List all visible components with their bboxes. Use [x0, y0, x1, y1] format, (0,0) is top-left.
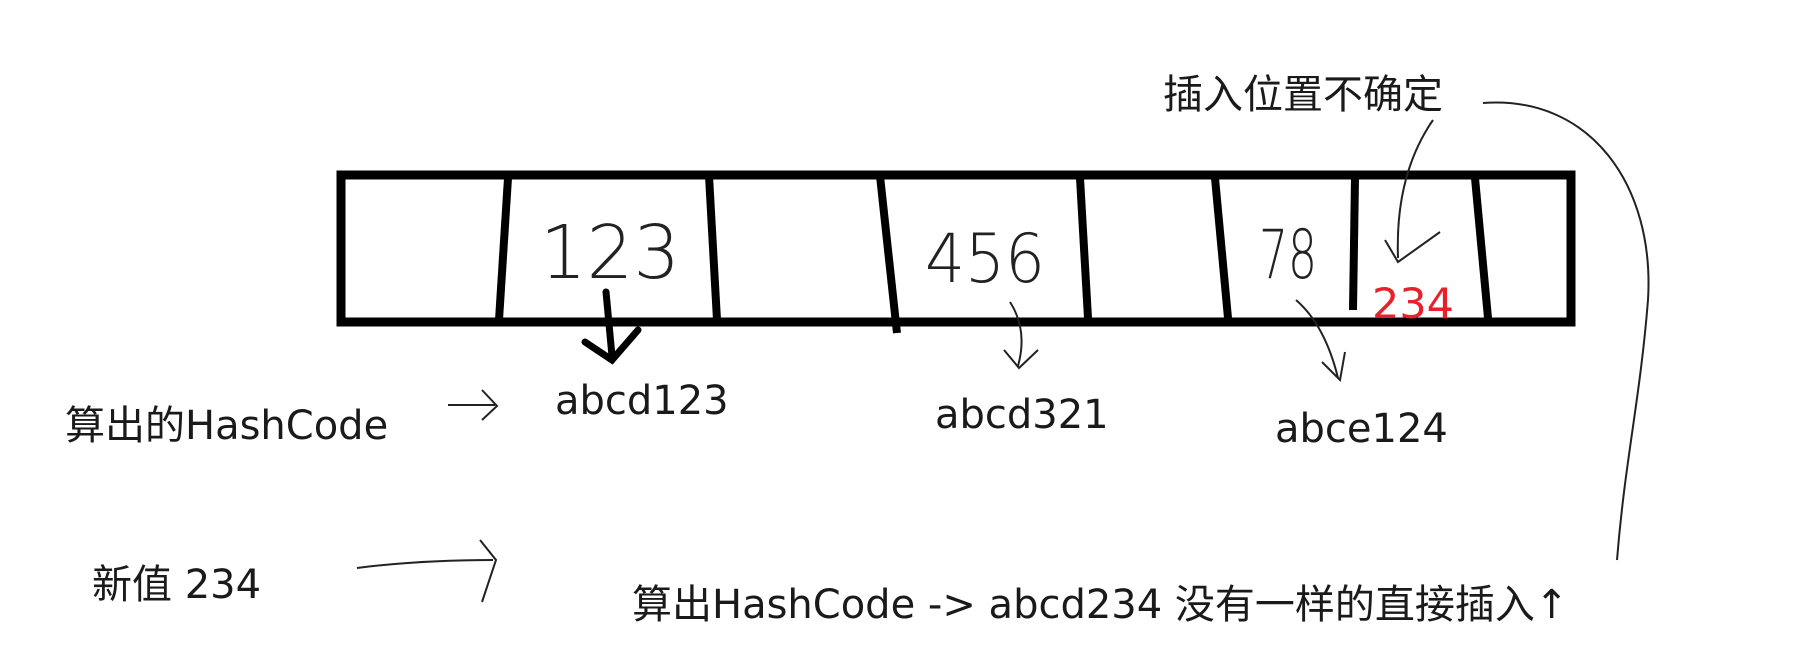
bucket-divider	[1076, 177, 1092, 319]
bucket-divider	[495, 177, 512, 321]
bucket-value: 456	[925, 220, 1045, 299]
bucket-divider	[1471, 177, 1492, 319]
bucket-divider	[705, 175, 721, 321]
hashcode-row-label: 算出的HashCode	[65, 403, 389, 449]
thin-arrow-icon	[1003, 301, 1039, 370]
bucket-divider	[1211, 177, 1232, 319]
hashcode-value: abcd123	[555, 378, 729, 424]
bucket-divider	[876, 175, 901, 334]
insert-pointer-arrow-icon	[1384, 119, 1441, 264]
bucket-value: 123	[540, 210, 680, 296]
hashcode-value: abce124	[1275, 406, 1448, 452]
right-arrow-icon	[448, 389, 499, 421]
connector-curve	[1482, 101, 1650, 561]
bucket-divider	[1349, 177, 1359, 311]
hashcode-value: abcd321	[935, 392, 1109, 438]
bold-down-arrow-icon	[581, 288, 642, 365]
array-outline	[336, 170, 1576, 327]
right-arrow-icon	[356, 539, 498, 603]
bucket-value: 78	[1259, 216, 1317, 295]
thin-arrow-icon	[1295, 299, 1346, 383]
inserted-bucket-value: 234	[1372, 279, 1454, 328]
bottom-note: 算出HashCode -> abcd234 没有一样的直接插入↑	[632, 582, 1569, 628]
insert-position-uncertain-label: 插入位置不确定	[1163, 72, 1443, 118]
new-value-label: 新值 234	[92, 562, 262, 608]
